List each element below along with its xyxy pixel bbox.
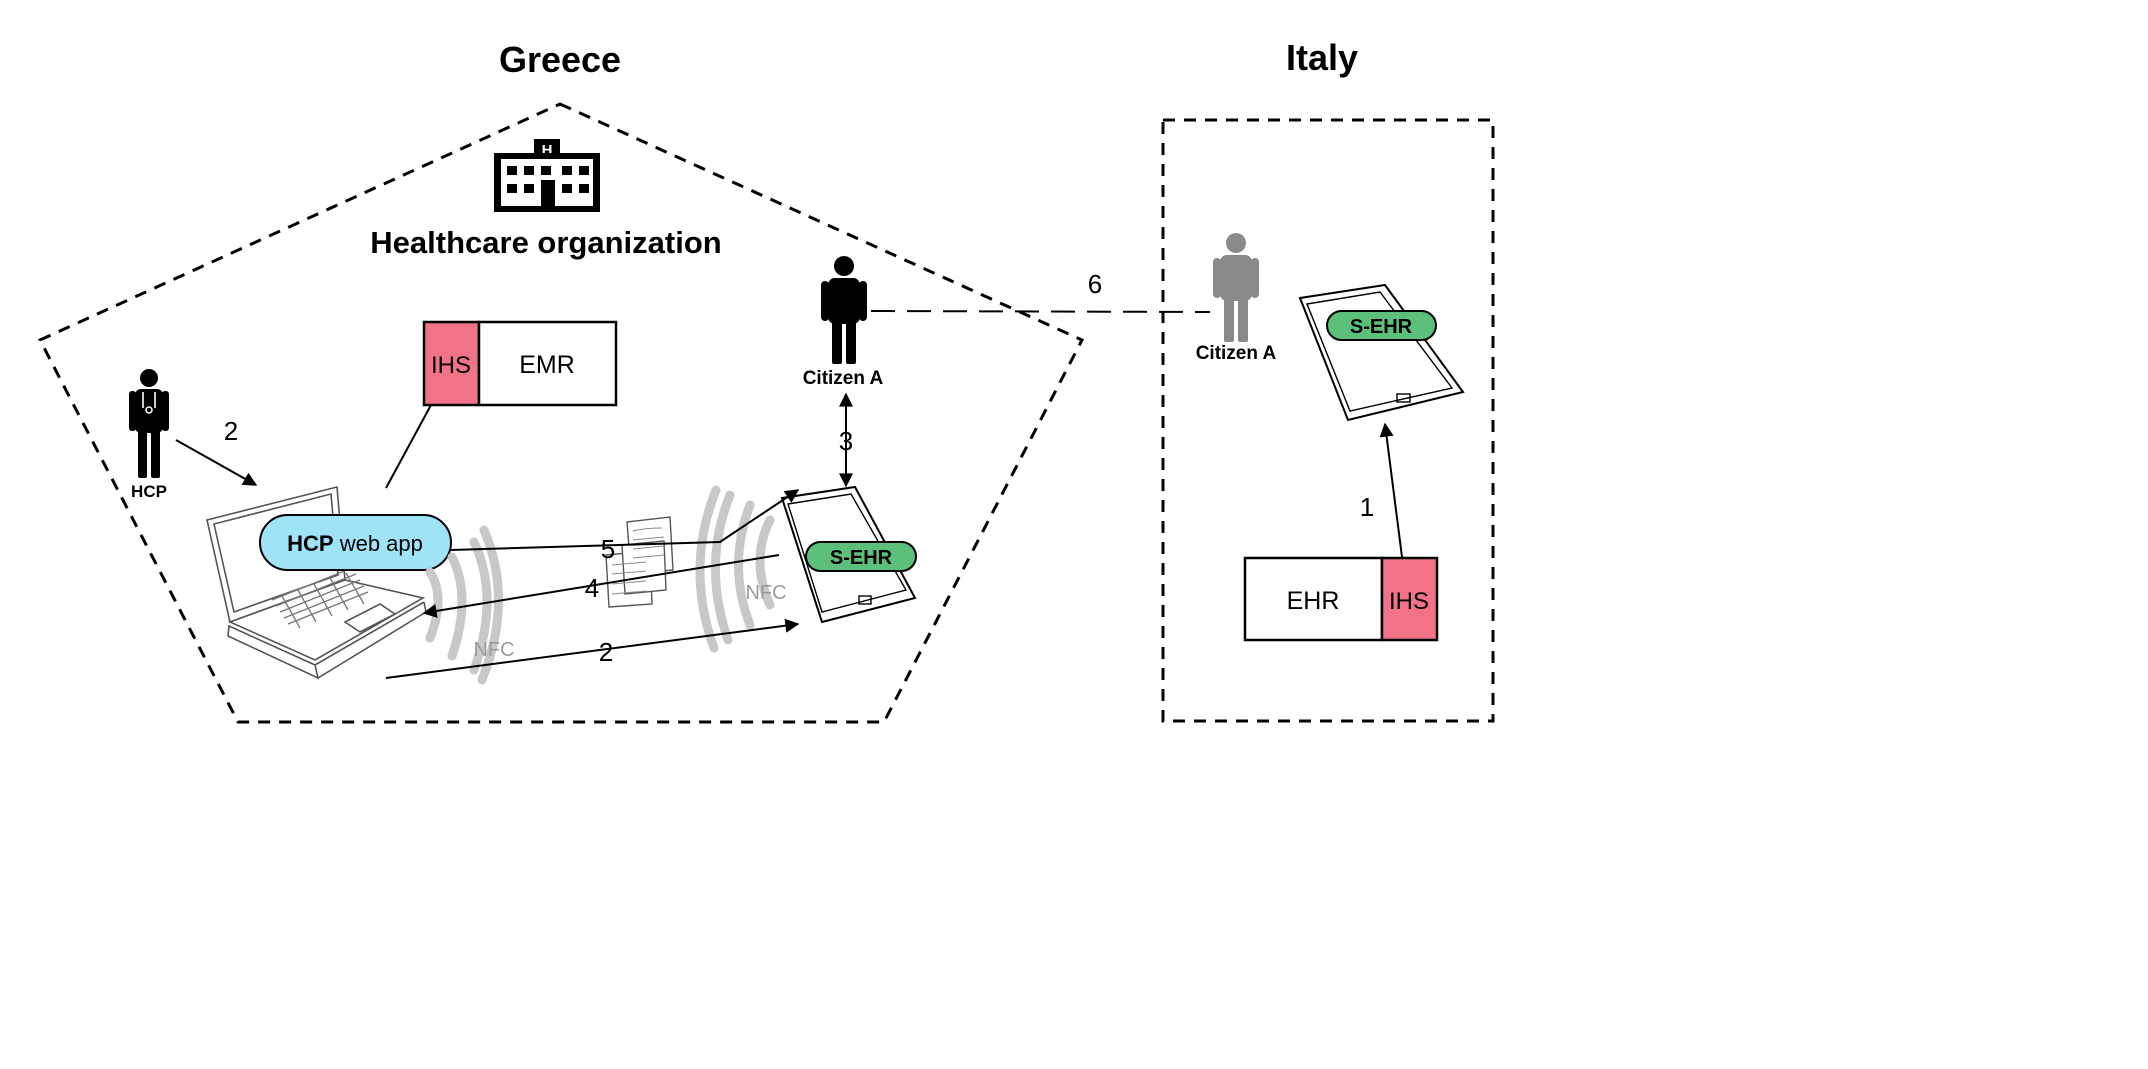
arrow-step-4 bbox=[422, 554, 780, 618]
arrow-step-5 bbox=[450, 489, 800, 551]
hcp-web-app-label: HCP web app bbox=[287, 531, 423, 556]
step-3-number: 3 bbox=[839, 426, 853, 456]
step-1-number: 1 bbox=[1360, 492, 1374, 522]
connector-step-6 bbox=[870, 310, 1211, 313]
step-2-hcp-number: 2 bbox=[224, 416, 238, 446]
step-5-number: 5 bbox=[601, 534, 615, 564]
diagram-stage: Greece Italy H Healthcare organization I… bbox=[37, 37, 1495, 724]
document-stack-icon bbox=[605, 516, 674, 608]
healthcare-organization-label: Healthcare organization bbox=[370, 225, 721, 260]
step-4-number: 4 bbox=[585, 573, 599, 603]
sehr-pill-greece bbox=[805, 541, 917, 572]
citizen-label-italy: Citizen A bbox=[1196, 343, 1277, 364]
diagram-canvas: Greece Italy H Healthcare organization I… bbox=[37, 37, 1495, 724]
sehr-label-greece: S-EHR bbox=[830, 547, 893, 569]
ihs-emr-box bbox=[422, 320, 618, 407]
nfc-waves-phone bbox=[695, 485, 775, 653]
ehr-label: EHR bbox=[1287, 587, 1340, 615]
hcp-doctor-icon bbox=[129, 369, 169, 478]
hospital-building-icon: H bbox=[494, 139, 600, 212]
ehr-ihs-box bbox=[1243, 556, 1439, 642]
citizen-label-greece: Citizen A bbox=[803, 368, 884, 389]
step-2-nfc-number: 2 bbox=[599, 637, 613, 667]
ihs-label-greece: IHS bbox=[431, 352, 471, 379]
region-title-italy: Italy bbox=[1286, 37, 1358, 78]
nfc-label-laptop: NFC bbox=[473, 639, 514, 661]
hcp-label: HCP bbox=[131, 482, 167, 501]
connector-emr-laptop bbox=[385, 404, 432, 489]
arrow-step-2-hcp bbox=[175, 439, 258, 486]
arrow-step-2-nfc bbox=[385, 618, 800, 679]
sehr-label-italy: S-EHR bbox=[1350, 316, 1413, 338]
arrow-step-1 bbox=[1379, 422, 1403, 558]
smartphone-icon-italy bbox=[1298, 283, 1465, 422]
sehr-pill-italy bbox=[1326, 310, 1437, 341]
step-6-number: 6 bbox=[1088, 269, 1102, 299]
nfc-waves-laptop bbox=[425, 525, 503, 685]
citizen-person-icon-greece bbox=[821, 256, 867, 364]
citizen-person-icon-italy bbox=[1213, 233, 1259, 342]
ihs-label-italy: IHS bbox=[1389, 588, 1429, 615]
hcp-web-app-pill bbox=[259, 514, 452, 571]
italy-boundary bbox=[1161, 118, 1495, 723]
nfc-label-phone: NFC bbox=[745, 582, 786, 604]
greece-boundary bbox=[37, 102, 1085, 724]
svg-text:H: H bbox=[542, 142, 553, 159]
emr-label: EMR bbox=[519, 351, 575, 379]
region-title-greece: Greece bbox=[499, 39, 621, 80]
